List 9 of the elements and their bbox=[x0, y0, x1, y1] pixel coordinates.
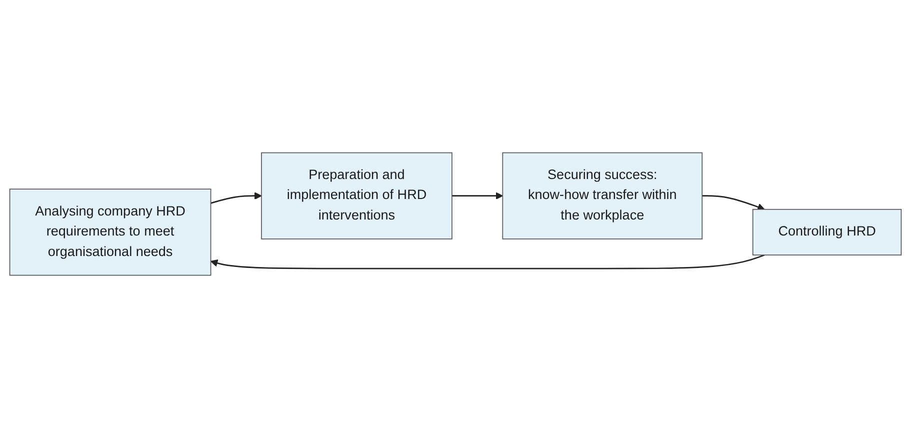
arrow bbox=[702, 196, 765, 212]
node-box bbox=[9, 189, 212, 276]
arrow bbox=[210, 254, 765, 270]
arrow bbox=[210, 192, 262, 204]
arrow bbox=[452, 192, 503, 200]
node-box bbox=[261, 152, 452, 240]
node-box bbox=[502, 152, 703, 240]
cycle-diagram: Analysing company HRD requirements to meet organisational needs Controlling HRD Preparation and implementation of HRD interventions Securing success: know-how transfer within the workplace bbox=[3, 146, 908, 283]
node-box bbox=[752, 209, 902, 256]
